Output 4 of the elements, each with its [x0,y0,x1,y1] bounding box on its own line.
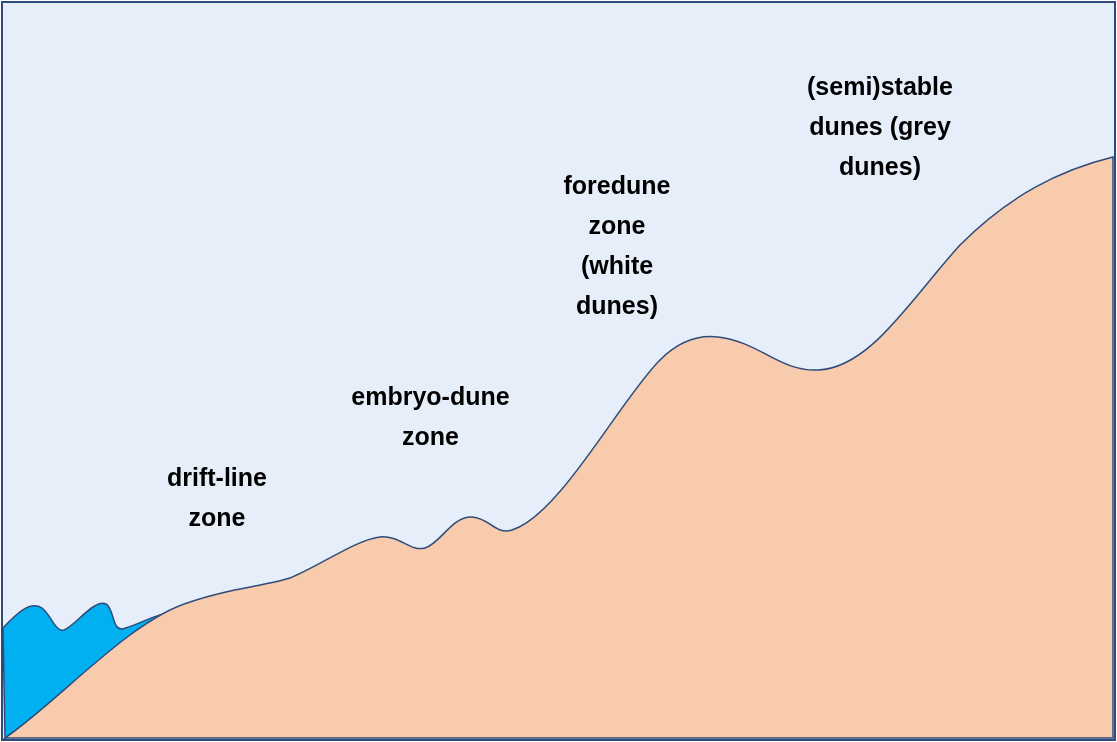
zone-label: foredune zone (white dunes) [562,170,672,321]
zone-label: drift-line zone [166,462,268,533]
zone-label: (semi)stable dunes (grey dunes) [806,71,954,182]
zone-label: embryo-dune zone [350,381,511,452]
